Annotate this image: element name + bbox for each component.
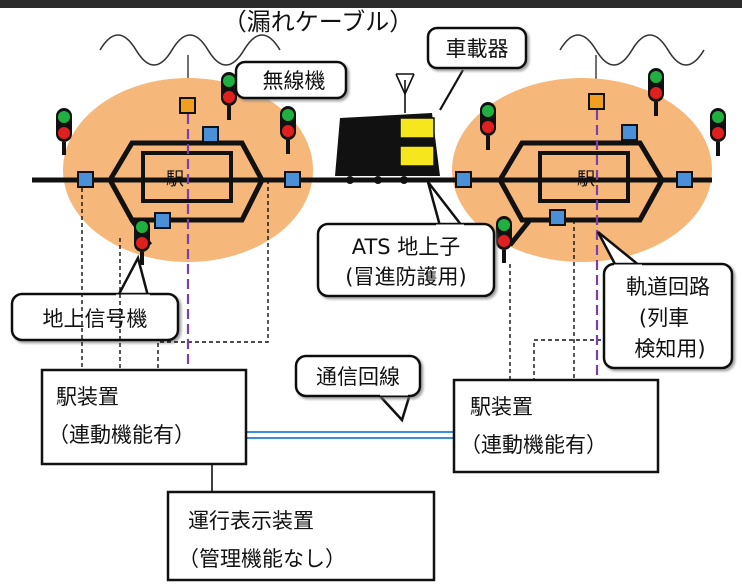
station-device-right-label-2: （連動機能有） <box>460 433 607 457</box>
sensor-right-3 <box>549 209 566 226</box>
comm-line <box>246 431 454 439</box>
track-sensors <box>77 124 693 229</box>
ats-label-2: (冒進防護用) <box>345 265 466 289</box>
station-device-left-label-1: 駅装置 <box>56 385 119 409</box>
track-loop-right-outer <box>497 140 665 223</box>
leaky-cable-label: （漏れケーブル） <box>223 8 414 36</box>
control-cables <box>81 180 608 382</box>
radio-unit-right <box>588 93 605 110</box>
signal-callout: 地上信号機 <box>10 254 180 342</box>
signal-2 <box>221 72 237 120</box>
ats-callout: ATS 地上子 (冒進防護用) <box>316 181 496 298</box>
signal-label: 地上信号機 <box>43 307 148 331</box>
station-label-right: 駅 <box>577 169 595 190</box>
comm-line-label: 通信回線 <box>316 365 400 389</box>
signal-6 <box>648 68 664 116</box>
station-label-left: 駅 <box>166 169 184 190</box>
station-device-left-label-2: （連動機能有） <box>48 423 195 447</box>
operation-display-device: 運行表示装置 （管理機能なし） <box>166 490 436 582</box>
track-branch-right <box>508 218 532 247</box>
signal-8 <box>496 216 512 263</box>
comm-line-callout: 通信回線 <box>294 354 422 423</box>
leaky-cable-left <box>99 34 281 66</box>
top-bar <box>0 0 742 8</box>
radio-label: 無線機 <box>263 69 326 93</box>
station-device-left: 駅装置 （連動機能有） <box>40 368 248 466</box>
onboard-label: 車載器 <box>446 37 509 61</box>
sensor-left-4 <box>154 212 171 229</box>
operation-display-label-1: 運行表示装置 <box>188 509 314 533</box>
radio-unit-left <box>179 97 196 114</box>
onboard-callout: 車載器 <box>426 26 528 111</box>
sensor-left-1 <box>77 171 94 188</box>
sensor-mid <box>455 171 472 188</box>
signal-3 <box>280 106 296 154</box>
signal-1 <box>56 108 72 155</box>
onboard-unit <box>335 113 440 184</box>
radio-callout: 無線機 <box>234 60 348 100</box>
operation-display-label-2: （管理機能なし） <box>178 547 346 571</box>
ats-label-1: ATS 地上子 <box>352 235 461 259</box>
track-circuit-label-3: 検知用) <box>634 337 705 361</box>
signal-4 <box>134 218 150 265</box>
station-device-right-label-1: 駅装置 <box>470 395 533 419</box>
track-circuit-callout: 軌道回路 (列車 検知用) <box>596 231 734 370</box>
track-circuit-label-2: (列車 <box>639 306 689 330</box>
sensor-right-1 <box>621 124 638 141</box>
signal-7 <box>710 108 726 156</box>
station-device-right: 駅装置 （連動機能有） <box>452 378 660 474</box>
leaky-cable-right <box>559 34 705 66</box>
sensor-left-3 <box>284 171 301 188</box>
signal-5 <box>480 102 496 150</box>
antenna-icon <box>395 73 415 113</box>
sensor-left-2 <box>202 126 219 143</box>
station-zone-left <box>63 78 313 262</box>
sensor-right-2 <box>676 171 693 188</box>
track-circuit-label-1: 軌道回路 <box>626 275 710 299</box>
station-box-right <box>538 151 630 203</box>
